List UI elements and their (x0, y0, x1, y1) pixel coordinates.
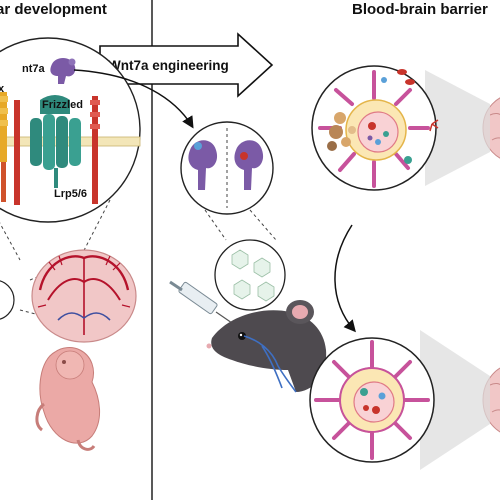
wnt7a-ligand-icon (50, 58, 76, 84)
zoom-cone-bottom (420, 330, 490, 470)
ligand-to-engineering-arrow (73, 69, 194, 129)
right-panel-title: Blood-brain barrier (352, 1, 488, 18)
lrp-receptor-icon (14, 100, 20, 205)
mouse-embryo-icon (35, 347, 100, 451)
lrp56-receptor-icon (90, 96, 100, 204)
arrow-label: Wnt7a engineering (108, 58, 229, 73)
zoom-lines-center (204, 209, 277, 241)
treatment-arrow (334, 224, 356, 333)
zoom-cone-top (425, 70, 490, 186)
developing-brain-icon (31, 249, 137, 343)
restored-bbb-circle (309, 337, 435, 463)
engineered-wnt7a-circle (180, 121, 274, 215)
left-panel-title: ar development (0, 1, 107, 18)
co-receptor-icon (0, 92, 8, 202)
x-label: x (0, 83, 5, 95)
syringe-icon (169, 280, 233, 324)
lrp-label: Lrp5/6 (54, 188, 87, 200)
partial-circle (0, 280, 15, 320)
frizzled-label: Frizzled (42, 99, 83, 111)
frizzled-receptor-icon (30, 95, 81, 188)
disrupted-bbb-circle (311, 65, 439, 191)
mouse-icon (206, 300, 327, 393)
aav-particles-circle (214, 239, 286, 311)
receptor-zoom-circle: nt7a x Frizzled Lrp5/6 (0, 37, 141, 223)
engineering-arrow: Wnt7a engineering (99, 32, 274, 98)
ligand-label: nt7a (22, 63, 46, 75)
